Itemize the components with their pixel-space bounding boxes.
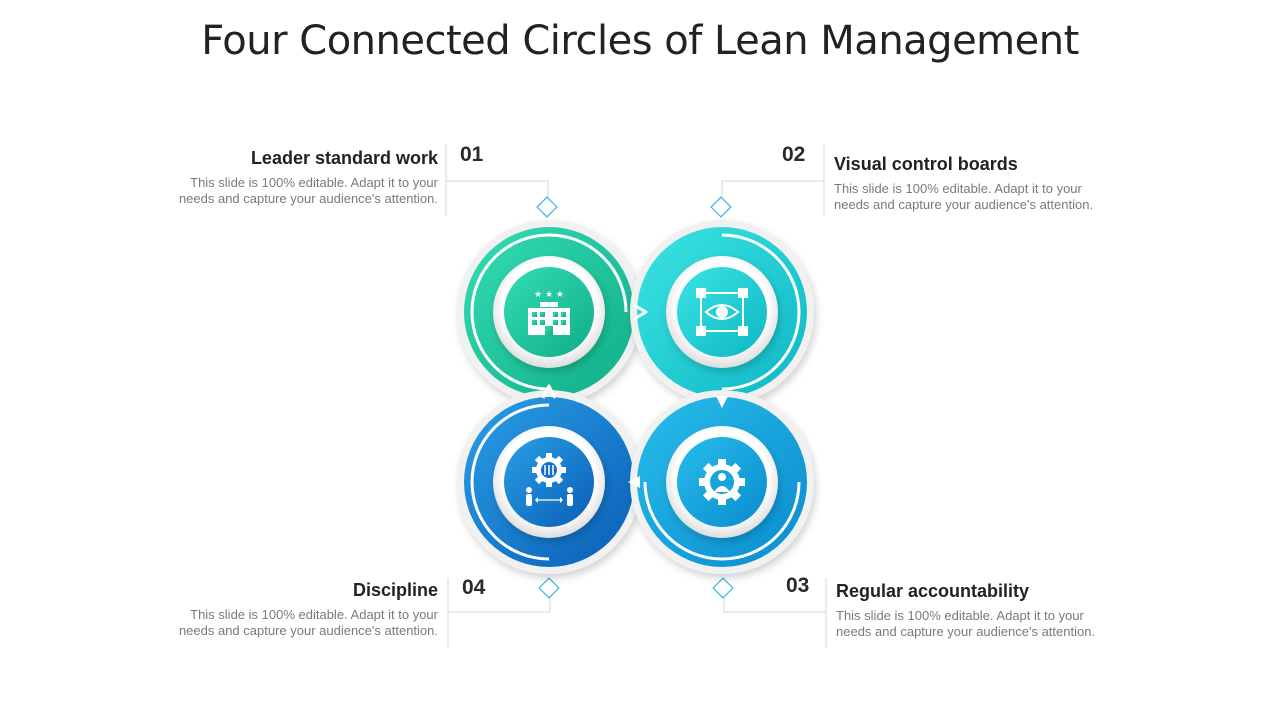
item-04-heading: Discipline <box>352 580 438 600</box>
arrow-down-icon <box>716 396 728 408</box>
step-number-01: 01 <box>460 143 484 166</box>
item-02-body: This slide is 100% editable. Adapt it to… <box>834 181 1094 212</box>
item-02-text: Visual control boards This slide is 100%… <box>834 154 1093 213</box>
item-03-text: Regular accountability This slide is 100… <box>836 581 1095 640</box>
item-03-body: This slide is 100% editable. Adapt it to… <box>836 608 1096 639</box>
connector-02 <box>721 144 825 216</box>
diamond-marker-03 <box>712 577 734 599</box>
step-number-03: 03 <box>786 574 810 597</box>
item-03-heading: Regular accountability <box>836 581 1030 601</box>
svg-text:★ ★ ★: ★ ★ ★ <box>534 290 564 300</box>
gear-people-icon <box>526 453 573 506</box>
gear-person-icon <box>699 459 745 505</box>
item-02-heading: Visual control boards <box>834 154 1018 174</box>
step-number-02: 02 <box>782 143 806 166</box>
step-number-04: 04 <box>462 576 486 599</box>
item-01-heading: Leader standard work <box>250 148 438 168</box>
item-04-text: Discipline This slide is 100% editable. … <box>179 580 438 639</box>
item-01-body: This slide is 100% editable. Adapt it to… <box>178 175 438 206</box>
building-icon: ★ ★ ★ <box>528 290 570 335</box>
connector-01 <box>445 144 549 216</box>
item-04-body: This slide is 100% editable. Adapt it to… <box>178 607 438 638</box>
eye-board-icon <box>696 288 748 336</box>
diamond-marker-02 <box>710 196 732 218</box>
page-title: Four Connected Circles of Lean Managemen… <box>201 18 1079 64</box>
arrow-up-icon <box>541 384 557 399</box>
diamond-marker-01 <box>536 196 558 218</box>
arrow-left-icon <box>628 476 640 488</box>
item-01-text: Leader standard work This slide is 100% … <box>179 148 438 207</box>
arrow-right-icon <box>633 303 648 321</box>
diamond-marker-04 <box>538 577 560 599</box>
connector-03 <box>723 578 827 648</box>
connector-04 <box>447 578 551 648</box>
